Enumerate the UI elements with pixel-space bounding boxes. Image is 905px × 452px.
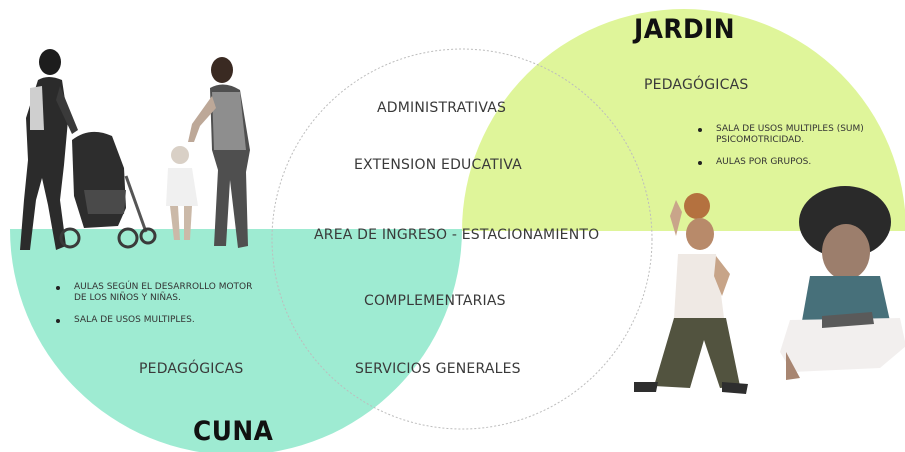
cuna-subtitle: PEDAGÓGICAS	[139, 361, 244, 377]
jardin-zone	[462, 9, 905, 231]
list-item: SALA DE USOS MULTIPLES.	[56, 315, 256, 326]
cuna-zone	[10, 229, 462, 452]
cuna-bullet-list: AULAS SEGÚN EL DESARROLLO MOTOR DE LOS N…	[56, 282, 256, 337]
cuna-title: CUNA	[193, 416, 274, 447]
center-item-complementarias: COMPLEMENTARIAS	[364, 293, 506, 309]
center-item-servicios-generales: SERVICIOS GENERALES	[355, 361, 521, 377]
center-item-area-de-ingreso: AREA DE INGRESO - ESTACIONAMIENTO	[314, 227, 600, 243]
center-circle	[271, 48, 653, 430]
list-item: SALA DE USOS MULTIPLES (SUM) PSICOMOTRIC…	[698, 124, 878, 146]
jardin-title: JARDIN	[634, 14, 736, 45]
children-illustration	[634, 186, 905, 394]
jardin-subtitle: PEDAGÓGICAS	[644, 77, 749, 93]
family-stroller-illustration	[20, 49, 250, 250]
center-item-administrativas: ADMINISTRATIVAS	[377, 100, 507, 116]
center-item-extension-educativa: EXTENSION EDUCATIVA	[354, 157, 522, 173]
list-item: AULAS POR GRUPOS.	[698, 157, 878, 168]
jardin-bullet-list: SALA DE USOS MULTIPLES (SUM) PSICOMOTRIC…	[698, 124, 878, 179]
list-item: AULAS SEGÚN EL DESARROLLO MOTOR DE LOS N…	[56, 282, 256, 304]
